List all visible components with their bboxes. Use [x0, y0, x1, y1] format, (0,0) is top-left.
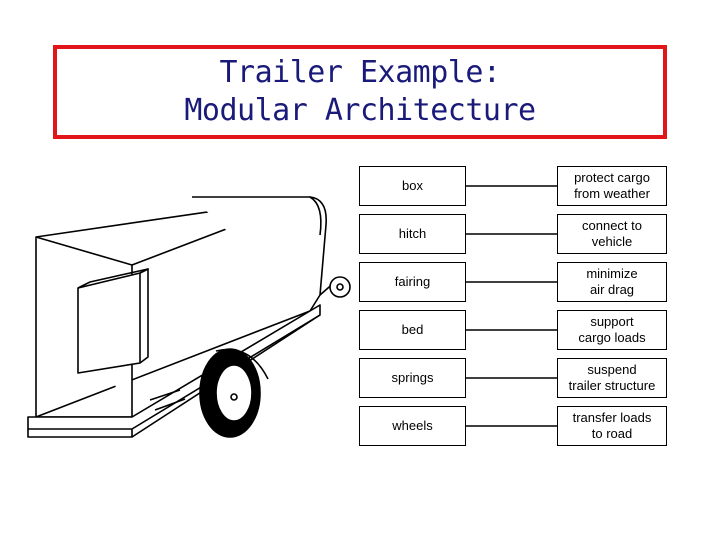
- function-minimize-drag: minimize air drag: [557, 262, 667, 302]
- function-line: cargo loads: [578, 330, 646, 345]
- component-label: hitch: [398, 226, 427, 241]
- component-box: box: [359, 166, 466, 206]
- component-label: bed: [401, 322, 424, 337]
- function-line: support: [590, 314, 634, 329]
- function-line: trailer structure: [568, 378, 656, 393]
- function-line: from weather: [574, 186, 650, 201]
- component-hitch: hitch: [359, 214, 466, 254]
- trailer-illustration: [27, 196, 351, 438]
- function-line: transfer loads: [572, 410, 652, 425]
- function-transfer-loads: transfer loads to road: [557, 406, 667, 446]
- function-suspend-structure: suspend trailer structure: [557, 358, 667, 398]
- title-line-2: Modular Architecture: [184, 93, 536, 128]
- function-line: air drag: [589, 282, 635, 297]
- function-line: minimize: [586, 266, 638, 281]
- function-line: connect to: [582, 218, 642, 233]
- component-wheels: wheels: [359, 406, 466, 446]
- component-fairing: fairing: [359, 262, 466, 302]
- component-label: springs: [391, 370, 434, 385]
- component-springs: springs: [359, 358, 466, 398]
- title-line-1: Trailer Example:: [219, 55, 501, 90]
- component-label: wheels: [392, 418, 433, 433]
- component-label: fairing: [394, 274, 431, 289]
- function-line: suspend: [587, 362, 637, 377]
- function-line: protect cargo: [574, 170, 650, 185]
- function-connect-vehicle: connect to vehicle: [557, 214, 667, 254]
- function-protect-cargo: protect cargo from weather: [557, 166, 667, 206]
- title-box: Trailer Example: Modular Architecture: [53, 45, 667, 139]
- function-line: vehicle: [591, 234, 633, 249]
- function-line: to road: [591, 426, 633, 441]
- function-support-loads: support cargo loads: [557, 310, 667, 350]
- component-bed: bed: [359, 310, 466, 350]
- component-label: box: [402, 178, 423, 193]
